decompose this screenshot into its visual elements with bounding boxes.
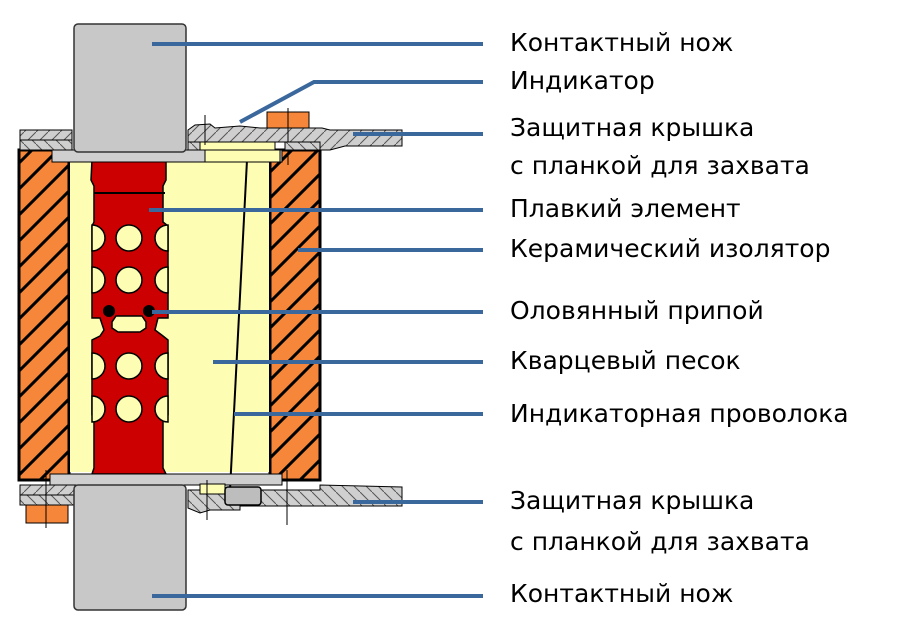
indicator-wire (229, 159, 248, 491)
ceramic-insulator (17, 148, 322, 482)
label-indicator-wire: Индикаторная проволока (510, 399, 849, 428)
top-cap (19, 108, 403, 165)
contact-knife-top (73, 23, 187, 153)
label-cap-top-line1: Защитная крышка (510, 113, 755, 142)
label-cap-bottom-line2: с планкой для захвата (510, 527, 810, 556)
contact-knife-bottom (73, 484, 187, 611)
label-cap-top-line2: с планкой для захвата (510, 151, 810, 180)
label-fusible-element: Плавкий элемент (510, 194, 741, 223)
label-quartz-sand: Кварцевый песок (510, 346, 741, 375)
label-cap-bottom-line1: Защитная крышка (510, 486, 755, 515)
fusible-element (90, 159, 169, 475)
label-contact-knife-bottom: Контактный нож (510, 579, 734, 608)
label-ceramic-insulator: Керамический изолятор (510, 234, 831, 263)
label-indicator: Индикатор (510, 66, 655, 95)
leader-lines (149, 42, 483, 598)
label-contact-knife-top: Контактный нож (510, 28, 734, 57)
label-tin-solder: Оловянный припой (510, 296, 764, 325)
leader-indicator (239, 80, 483, 124)
